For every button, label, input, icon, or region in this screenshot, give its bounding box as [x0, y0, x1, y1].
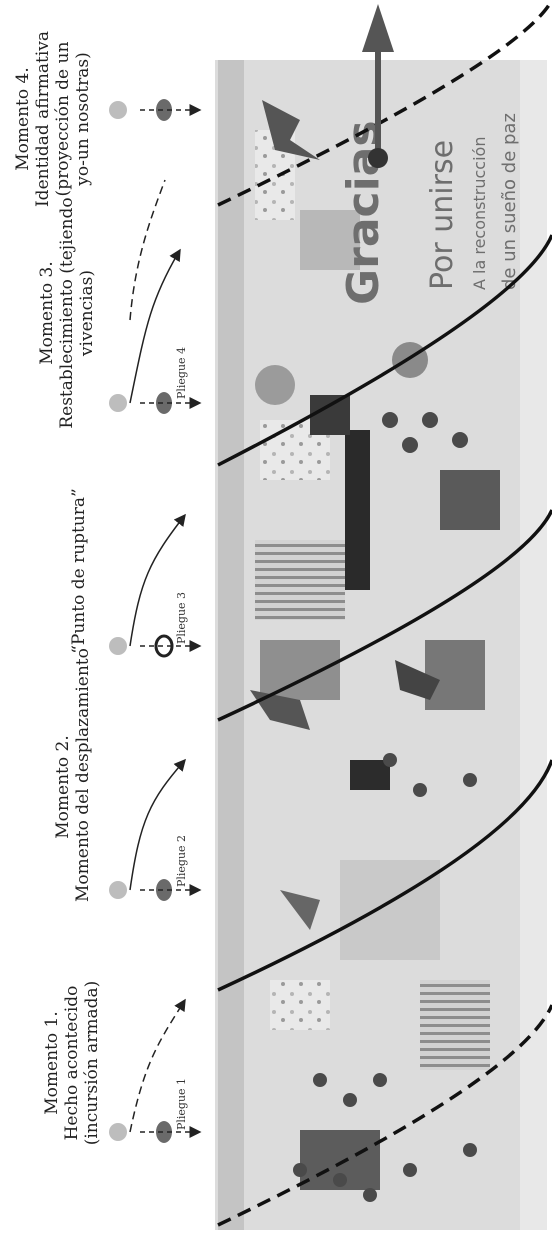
mural-text-por-unirse: Por unirse [425, 140, 460, 290]
moment-arcs [217, 0, 552, 1227]
arc-fold-1 [217, 1004, 552, 1227]
mural-text-gracias: Gracias [338, 120, 389, 305]
arc-fold-5 [217, 0, 552, 207]
mural-text-sueno: de un sueño de paz [499, 113, 520, 290]
arc-fold-4 [217, 234, 552, 467]
moment-markers [109, 99, 202, 1143]
projection-arrow [362, 4, 394, 168]
mural-photo: Gracias Por unirse A la reconstrucción d… [215, 60, 547, 1230]
mural-text-reconstruccion: A la reconstrucción [470, 137, 489, 290]
arc-fold-2 [217, 759, 552, 992]
moment-connectors [129, 179, 186, 1133]
arc-fold-3 [217, 509, 552, 722]
